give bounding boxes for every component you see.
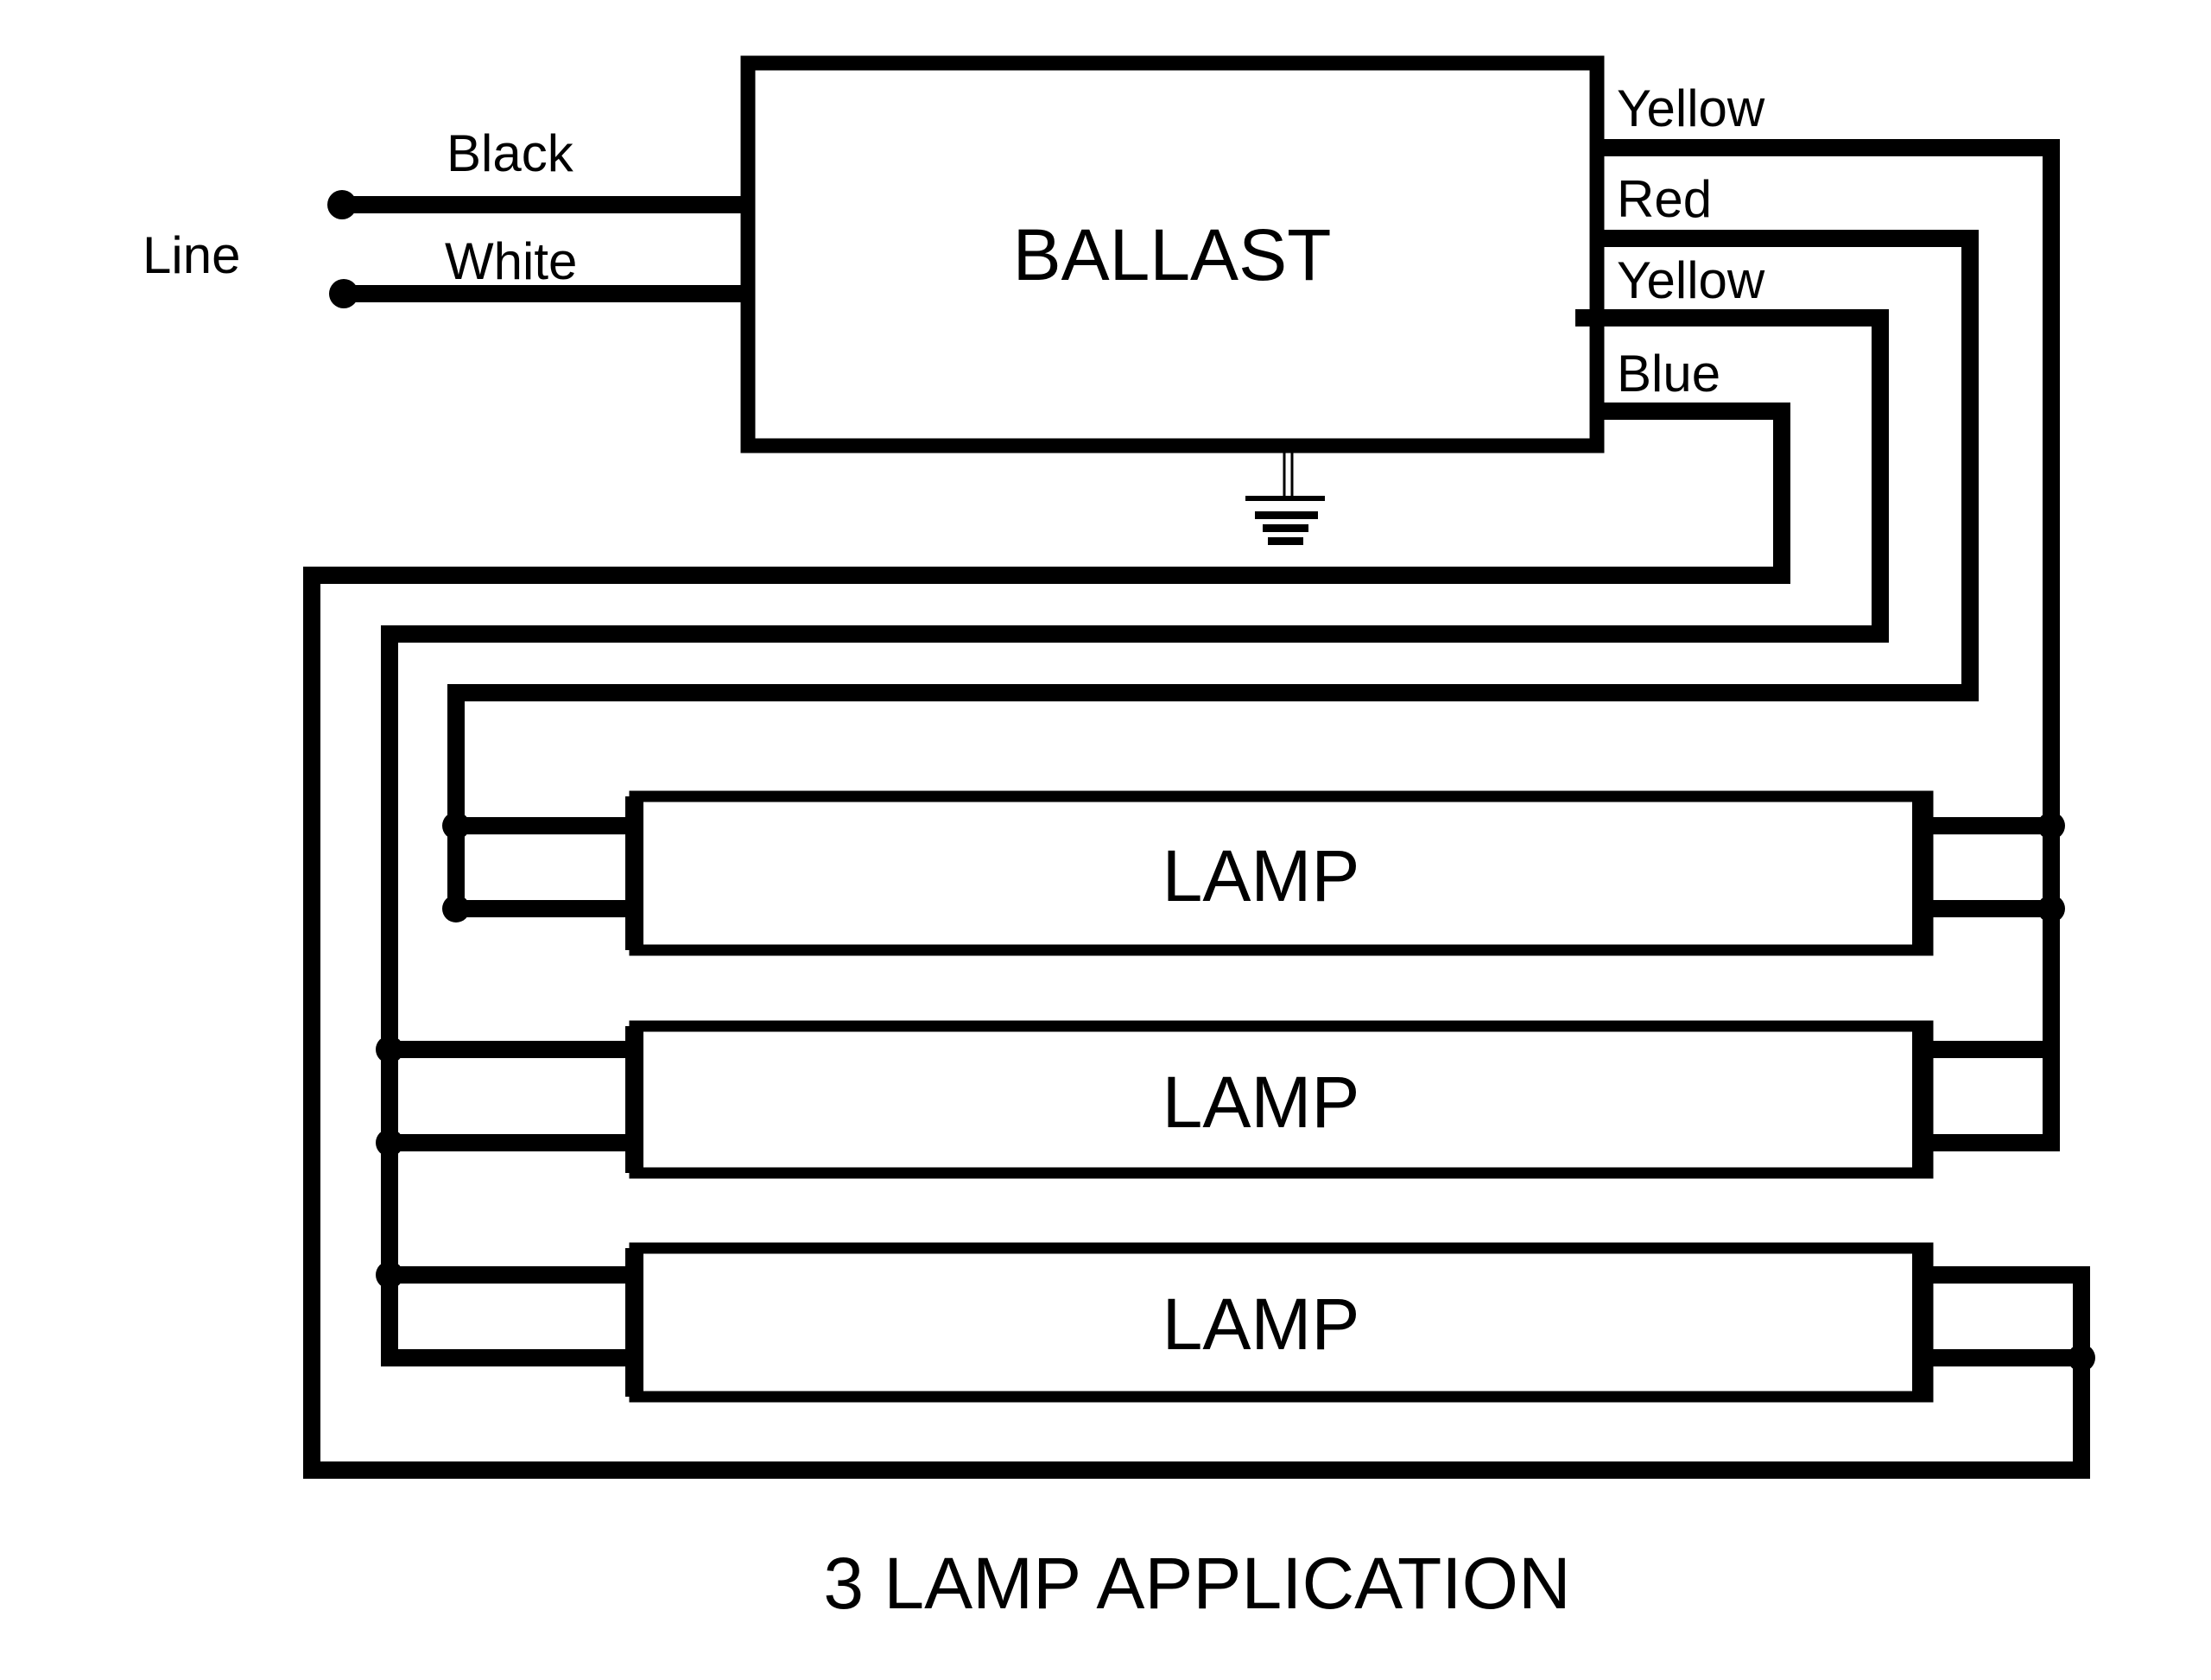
lamp2-right-cap <box>1912 1026 1930 1173</box>
ground-bar-3 <box>1263 524 1308 532</box>
lamp2-label: LAMP <box>1163 1062 1360 1143</box>
lamp-1: LAMP <box>442 790 2065 956</box>
output-wire-labels: Yellow Red Yellow Blue <box>1617 79 1765 403</box>
junction-dot <box>2037 812 2065 840</box>
ballast-label: BALLAST <box>1013 214 1332 295</box>
ground-bar-1 <box>1245 496 1325 501</box>
earth-ground-icon <box>1245 446 1325 545</box>
black-wire-label: Black <box>447 124 574 182</box>
line-input: Line Black White <box>143 124 748 308</box>
junction-dot <box>442 895 470 922</box>
junction-dot <box>376 1129 403 1157</box>
junction-dot <box>442 812 470 840</box>
lamp3-right-cap <box>1912 1248 1930 1397</box>
line-label: Line <box>143 226 240 284</box>
wire-label-blue: Blue <box>1617 345 1720 403</box>
junction-dot <box>2068 1344 2095 1372</box>
line-terminal-dot-hot <box>327 190 357 219</box>
lamp3-label: LAMP <box>1163 1284 1360 1365</box>
junction-dot <box>2037 895 2065 922</box>
blue-wire-path <box>303 403 2090 1479</box>
wire-label-yellow-1: Yellow <box>1617 79 1765 137</box>
red-wire-path <box>447 230 1979 917</box>
lamp3-left-cap <box>625 1248 643 1397</box>
lamp3-box <box>629 1242 1934 1403</box>
ground-bar-4 <box>1268 537 1303 545</box>
yellow-wire-1-path <box>1597 139 2060 1151</box>
junction-dot <box>376 1036 403 1063</box>
wire-label-yellow-2: Yellow <box>1617 251 1765 309</box>
line-terminal-dot-neutral <box>329 279 358 308</box>
yellow-wire-2-path <box>381 309 1889 1366</box>
ballast: BALLAST <box>740 55 1605 453</box>
ballast-box <box>740 55 1605 453</box>
lamp1-left-cap <box>625 796 643 950</box>
junction-dot <box>376 1261 403 1289</box>
white-wire-label: White <box>445 232 577 290</box>
lamp-3: LAMP <box>376 1242 2095 1403</box>
ground-bar-2 <box>1255 511 1318 519</box>
lamp-2: LAMP <box>376 1020 2051 1179</box>
diagram-caption: 3 LAMP APPLICATION <box>823 1543 1570 1624</box>
lamp2-left-cap <box>625 1026 643 1173</box>
wire-label-red: Red <box>1617 170 1712 228</box>
lamp1-right-cap <box>1912 796 1930 950</box>
lamp1-label: LAMP <box>1163 835 1360 916</box>
